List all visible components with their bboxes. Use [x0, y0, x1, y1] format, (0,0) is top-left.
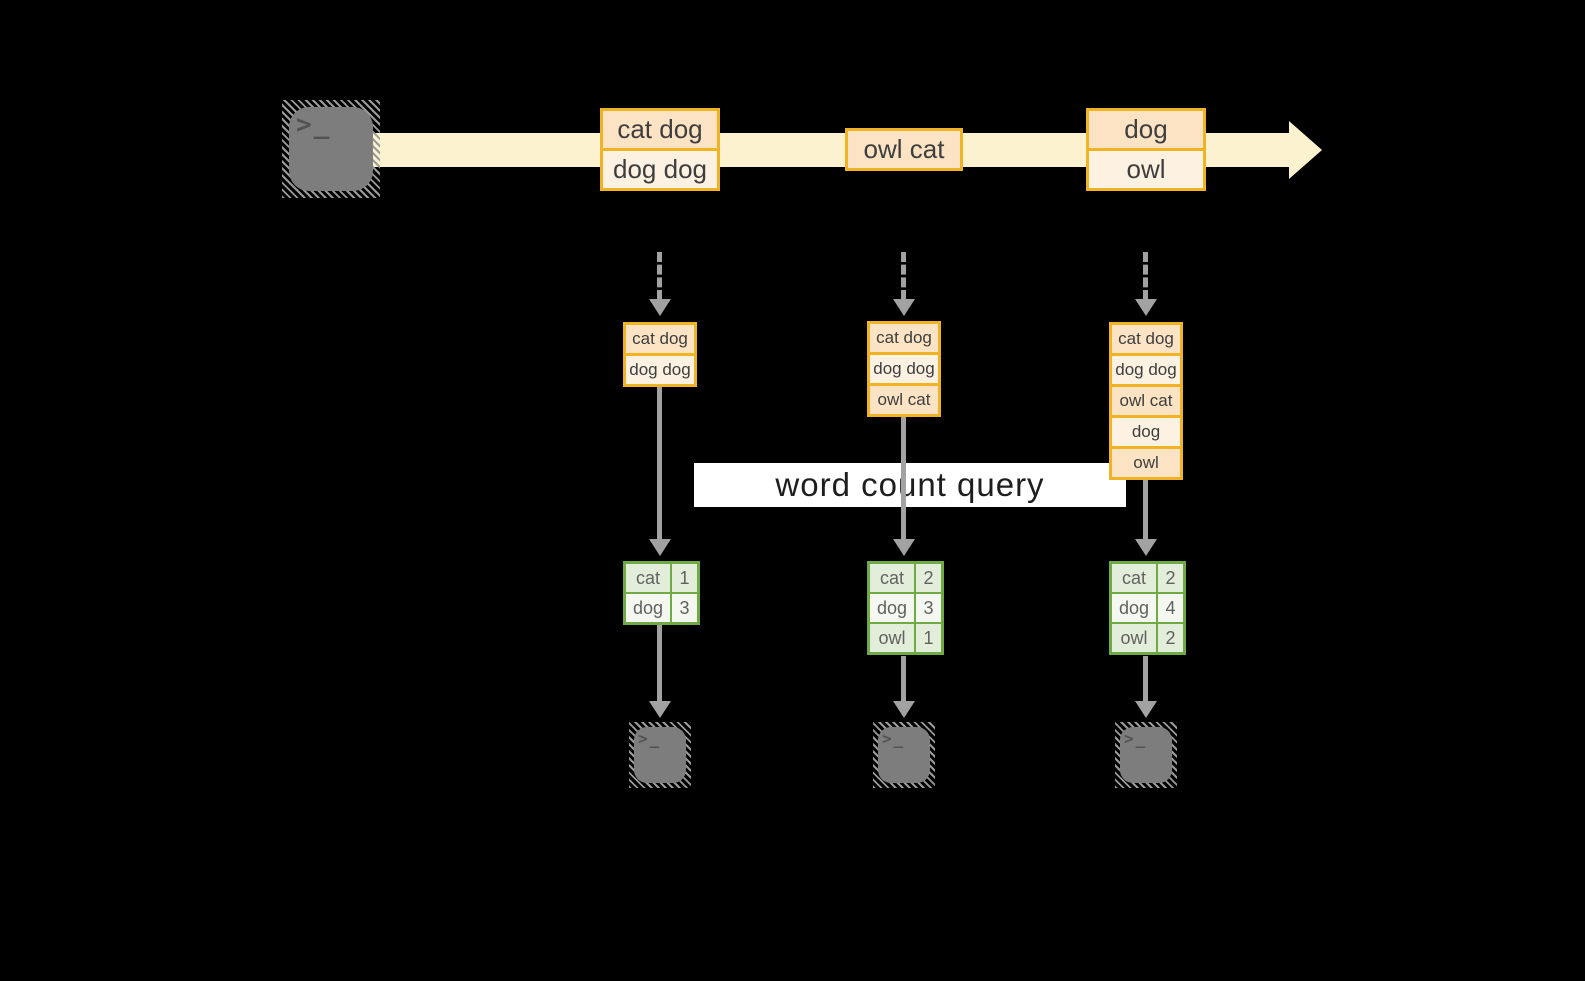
terminal-prompt-icon: >_	[638, 729, 662, 748]
buffered-record: owl	[1112, 449, 1180, 477]
count-value-cell: 4	[1158, 594, 1183, 622]
count-word-cell: owl	[870, 624, 914, 652]
arrow-down-icon	[649, 299, 671, 316]
record-buffer-stack-3: cat dog dog dog owl cat dog owl	[1109, 322, 1183, 480]
connector-line	[901, 656, 906, 702]
output-terminal-icon-2: >_	[873, 722, 935, 788]
connector-line	[657, 386, 662, 540]
count-value-cell: 2	[1158, 624, 1183, 652]
count-value-cell: 1	[672, 564, 697, 592]
record-buffer-stack-1: cat dog dog dog	[623, 322, 697, 387]
buffered-record: dog dog	[1112, 356, 1180, 384]
arrow-down-icon	[893, 539, 915, 556]
arrow-down-icon	[1135, 299, 1157, 316]
stream-event-box-2: owl cat	[845, 128, 963, 171]
connector-line	[657, 625, 662, 702]
stream-arrow-head-icon	[1289, 121, 1322, 179]
source-terminal-icon: >_	[282, 100, 380, 198]
terminal-screen	[1120, 727, 1172, 783]
buffered-record: owl cat	[870, 386, 938, 414]
buffered-record: dog dog	[626, 356, 694, 384]
count-value-cell: 3	[916, 594, 941, 622]
dashed-arrow-line	[657, 252, 662, 300]
count-word-cell: cat	[1112, 564, 1156, 592]
terminal-prompt-icon: >_	[882, 729, 906, 748]
terminal-screen	[634, 727, 686, 783]
count-word-cell: dog	[626, 594, 670, 622]
count-table-3: cat 2 dog 4 owl 2	[1109, 561, 1186, 655]
buffered-record: cat dog	[1112, 325, 1180, 353]
output-terminal-icon-1: >_	[629, 722, 691, 788]
arrow-down-icon	[893, 299, 915, 316]
terminal-prompt-icon: >_	[296, 110, 332, 140]
buffered-record: dog dog	[870, 355, 938, 383]
count-word-cell: cat	[870, 564, 914, 592]
connector-line	[1143, 476, 1148, 540]
output-terminal-icon-3: >_	[1115, 722, 1177, 788]
count-value-cell: 3	[672, 594, 697, 622]
buffered-record: owl cat	[1112, 387, 1180, 415]
count-word-cell: owl	[1112, 624, 1156, 652]
terminal-prompt-icon: >_	[1124, 729, 1148, 748]
stream-record: owl	[1089, 151, 1203, 188]
terminal-screen	[878, 727, 930, 783]
dashed-arrow-line	[1143, 252, 1148, 300]
record-buffer-stack-2: cat dog dog dog owl cat	[867, 321, 941, 417]
count-value-cell: 1	[916, 624, 941, 652]
stream-record: owl cat	[848, 131, 960, 168]
count-value-cell: 2	[1158, 564, 1183, 592]
arrow-down-icon	[649, 701, 671, 718]
terminal-screen	[289, 107, 373, 191]
count-value-cell: 2	[916, 564, 941, 592]
count-word-cell: dog	[870, 594, 914, 622]
connector-line	[1143, 656, 1148, 702]
stream-event-box-1: cat dog dog dog	[600, 108, 720, 191]
arrow-down-icon	[649, 539, 671, 556]
query-label: word count query	[775, 466, 1045, 503]
connector-line	[901, 415, 906, 540]
stream-event-box-3: dog owl	[1086, 108, 1206, 191]
count-table-2: cat 2 dog 3 owl 1	[867, 561, 944, 655]
buffered-record: cat dog	[870, 324, 938, 352]
stream-record: cat dog	[603, 111, 717, 148]
buffered-record: dog	[1112, 418, 1180, 446]
buffered-record: cat dog	[626, 325, 694, 353]
arrow-down-icon	[893, 701, 915, 718]
stream-record: dog dog	[603, 151, 717, 188]
count-table-1: cat 1 dog 3	[623, 561, 700, 625]
count-word-cell: dog	[1112, 594, 1156, 622]
stream-record: dog	[1089, 111, 1203, 148]
arrow-down-icon	[1135, 539, 1157, 556]
count-word-cell: cat	[626, 564, 670, 592]
dashed-arrow-line	[901, 252, 906, 300]
arrow-down-icon	[1135, 701, 1157, 718]
query-label-box: word count query	[694, 463, 1126, 507]
